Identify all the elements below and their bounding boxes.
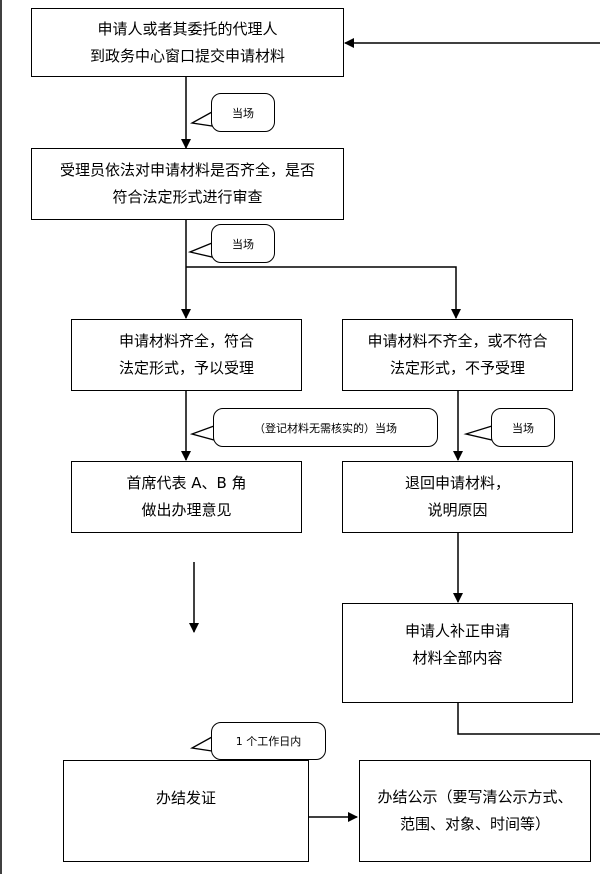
arrow-review-to-reject [186, 266, 461, 319]
reject-box: 申请材料不齐全，或不符合 法定形式，不予受理 [342, 319, 573, 391]
supplement-loop-line [457, 703, 600, 735]
chief-representative-box: 首席代表 A、B 角 做出办理意见 [71, 461, 302, 533]
return-line1: 退回申请材料， [404, 474, 510, 492]
publicize-box: 办结公示（要写清公示方式、 范围、对象、时间等） [359, 760, 591, 862]
accept-line2: 法定形式，予以受理 [118, 359, 254, 377]
issue-certificate-box: 办结发证 [63, 760, 309, 862]
accept-line1: 申请材料齐全，符合 [118, 332, 254, 350]
submit-line1: 申请人或者其委托的代理人 [97, 19, 278, 38]
callout-one-working-day: 1 个工作日内 [211, 722, 326, 760]
chief-line2: 做出办理意见 [141, 501, 232, 519]
return-materials-box: 退回申请材料， 说明原因 [342, 461, 573, 533]
callout-on-the-spot-3: 当场 [491, 408, 555, 447]
supplement-line2: 材料全部内容 [412, 649, 503, 667]
callout-1-pointer [190, 110, 213, 127]
supplement-line1: 申请人补正申请 [404, 622, 510, 640]
submit-line2: 到政务中心窗口提交申请材料 [89, 46, 285, 65]
return-line2: 说明原因 [427, 501, 488, 519]
callout-4-pointer [463, 425, 493, 441]
reject-line1: 申请材料不齐全，或不符合 [367, 332, 548, 350]
callout-3-pointer [189, 425, 215, 441]
callout-2-pointer [187, 242, 213, 258]
callout-5-pointer [190, 735, 213, 752]
reject-line2: 法定形式，不予受理 [389, 359, 525, 377]
accept-box: 申请材料齐全，符合 法定形式，予以受理 [71, 319, 302, 391]
submit-application-box: 申请人或者其委托的代理人 到政务中心窗口提交申请材料 [31, 8, 344, 77]
issue-line1: 办结发证 [155, 789, 216, 807]
review-line1: 受理员依法对申请材料是否齐全，是否 [59, 161, 315, 179]
callout-no-verification-on-the-spot: （登记材料无需核实的）当场 [213, 408, 438, 447]
chief-line1: 首席代表 A、B 角 [126, 474, 247, 492]
supplement-materials-box: 申请人补正申请 材料全部内容 [342, 603, 573, 703]
publicize-line2: 范围、对象、时间等） [399, 815, 550, 833]
review-box: 受理员依法对申请材料是否齐全，是否 符合法定形式进行审查 [31, 148, 344, 220]
review-line2: 符合法定形式进行审查 [112, 188, 263, 206]
callout-on-the-spot-1: 当场 [211, 93, 275, 132]
publicize-line1: 办结公示（要写清公示方式、 [377, 788, 573, 806]
callout-on-the-spot-2: 当场 [211, 224, 275, 263]
